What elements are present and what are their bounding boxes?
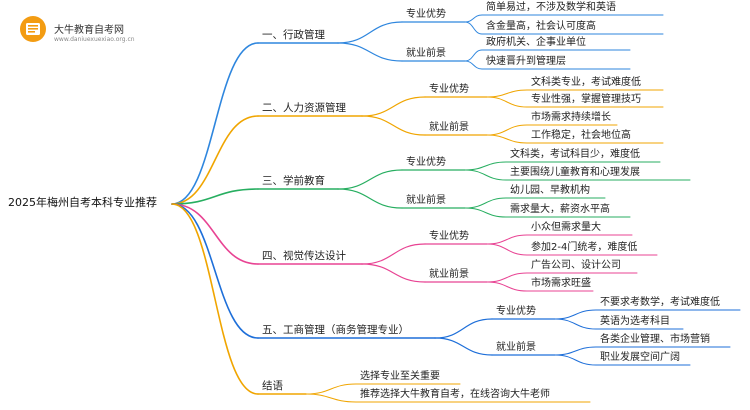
branch-label: 四、视觉传达设计 — [262, 250, 346, 262]
leaf-item: 选择专业至关重要 — [360, 371, 440, 382]
branch-label: 结语 — [262, 380, 283, 392]
group-label: 就业前景 — [496, 342, 536, 353]
leaf-connector — [486, 89, 528, 98]
leaf-item: 政府机关、企事业单位 — [486, 37, 586, 48]
leaf-item: 简单易过，不涉及数学和英语 — [486, 2, 616, 13]
group-label: 就业前景 — [429, 269, 469, 280]
leaf-item: 广告公司、设计公司 — [531, 260, 621, 271]
leaf-connector — [486, 281, 528, 292]
leaf-connector — [305, 393, 357, 403]
branch-connector — [171, 203, 259, 395]
group-connector — [337, 21, 403, 44]
group-label: 专业优势 — [496, 306, 536, 317]
book-icon — [20, 16, 46, 42]
leaf-connector — [486, 134, 528, 144]
leaf-connector — [486, 272, 528, 283]
root-topic: 2025年梅州自考本科专业推荐 — [8, 196, 157, 209]
group-connector — [434, 337, 493, 356]
group-connector — [337, 42, 403, 62]
branch-label: 三、学前教育 — [262, 175, 325, 187]
branch-label: 五、工商管理（商务管理专业） — [262, 324, 409, 336]
leaf-item: 工作稳定，社会地位高 — [531, 130, 631, 141]
leaf-item: 文科类专业，考试难度低 — [531, 77, 641, 88]
branch-label: 一、行政管理 — [262, 29, 325, 41]
branch-connector — [171, 188, 259, 205]
brand-logo: 大牛教育自考网 www.daniuexuexiao.org.cn — [18, 14, 135, 48]
leaf-connector — [464, 49, 483, 62]
leaf-item: 主要围绕儿童教育和心理发展 — [510, 167, 640, 178]
branch-connector — [171, 203, 259, 339]
leaf-connector — [486, 234, 528, 245]
leaf-item: 专业性强，掌握管理技巧 — [531, 94, 641, 105]
group-label: 就业前景 — [429, 122, 469, 133]
leaf-connector — [554, 346, 597, 356]
leaf-item: 幼儿园、早教机构 — [510, 185, 590, 196]
leaf-connector — [464, 161, 507, 171]
leaf-connector — [464, 207, 507, 218]
logo-url: www.daniuexuexiao.org.cn — [54, 36, 135, 43]
group-label: 专业优势 — [406, 9, 446, 20]
leaf-item: 市场需求持续增长 — [531, 112, 611, 123]
leaf-item: 市场需求旺盛 — [531, 278, 591, 289]
group-connector — [361, 263, 426, 283]
group-label: 就业前景 — [406, 48, 446, 59]
leaf-connector — [464, 21, 483, 35]
group-connector — [434, 318, 493, 339]
group-label: 就业前景 — [406, 195, 446, 206]
leaf-item: 含金量高，社会认可度高 — [486, 21, 596, 32]
leaf-connector — [554, 354, 597, 366]
leaf-connector — [554, 309, 597, 320]
branch-connector — [171, 42, 259, 205]
leaf-item: 英语为选考科目 — [600, 316, 670, 327]
branch-label: 二、人力资源管理 — [262, 102, 346, 114]
leaf-item: 职业发展空间广阔 — [600, 352, 680, 363]
leaf-connector — [486, 124, 528, 136]
group-label: 专业优势 — [429, 84, 469, 95]
leaf-item: 推荐选择大牛教育自考，在线咨询大牛老师 — [360, 389, 550, 400]
leaf-item: 各类企业管理、市场营销 — [600, 334, 710, 345]
leaf-connector — [464, 60, 483, 70]
leaf-connector — [464, 169, 507, 181]
leaf-connector — [486, 96, 528, 108]
leaf-connector — [486, 243, 528, 256]
leaf-connector — [305, 383, 357, 395]
leaf-connector — [464, 14, 483, 23]
group-label: 专业优势 — [429, 231, 469, 242]
leaf-item: 小众但需求量大 — [531, 222, 601, 233]
group-connector — [361, 243, 426, 265]
branch-connector — [171, 115, 259, 205]
leaf-item: 需求量大，薪资水平高 — [510, 204, 610, 215]
group-connector — [337, 169, 403, 190]
leaf-connector — [554, 318, 597, 330]
leaf-item: 参加2-4门统考，难度低 — [531, 242, 638, 253]
group-connector — [361, 115, 426, 136]
leaf-item: 文科类，考试科目少，难度低 — [510, 149, 640, 160]
logo-text: 大牛教育自考网 — [54, 25, 124, 36]
leaf-item: 不要求考数学，考试难度低 — [600, 297, 720, 308]
group-connector — [337, 188, 403, 209]
group-label: 专业优势 — [406, 157, 446, 168]
leaf-item: 快速晋升到管理层 — [486, 56, 566, 67]
group-connector — [361, 96, 426, 117]
leaf-connector — [464, 197, 507, 209]
branch-connector — [171, 203, 259, 265]
